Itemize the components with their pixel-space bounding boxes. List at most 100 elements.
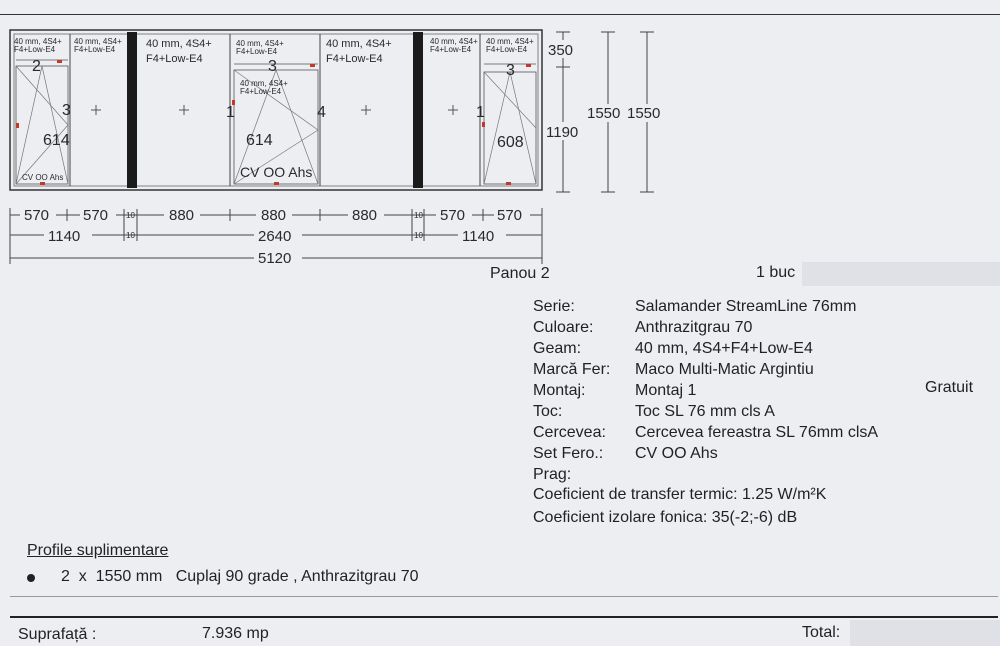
spec-list: Serie: Salamander StreamLine 76mm Culoar…	[533, 296, 878, 485]
dim-bg	[458, 226, 506, 244]
glass-label-large: F4+Low-E4	[146, 53, 203, 65]
hardware-label: CV OO Ahs	[22, 173, 63, 182]
inner-frame	[13, 33, 539, 187]
opening-line	[483, 71, 537, 129]
coupler-bar	[127, 32, 137, 188]
opening-line	[483, 71, 511, 185]
spec-row: Geam: 40 mm, 4S4+F4+Low-E4	[533, 338, 878, 359]
bottom-divider	[10, 596, 998, 597]
sash-right	[483, 71, 537, 185]
width-dim: 570	[497, 207, 522, 224]
glass-label-large: F4+Low-E4	[326, 53, 383, 65]
sash-left	[15, 65, 69, 185]
width-dim: 1140	[462, 228, 494, 245]
height-dim-total: 1550	[627, 105, 660, 122]
dim-bg	[256, 206, 292, 224]
fixed-pane-marks	[91, 105, 458, 115]
dim-bg	[544, 122, 584, 140]
glass-label-small: F4+Low-E4	[486, 45, 528, 54]
spec-label: Cercevea:	[533, 424, 606, 441]
spec-value: Maco Multi-Matic Argintiu	[635, 361, 814, 378]
sash-number: 4	[317, 104, 326, 121]
sash-number: 3	[268, 58, 277, 75]
dim-bg	[44, 226, 92, 244]
width-dim: 570	[440, 207, 465, 224]
width-dim: 880	[169, 207, 194, 224]
width-dim: 570	[24, 207, 49, 224]
dim-bg	[546, 40, 582, 58]
thermal-coefficient: Coeficient de transfer termic: 1.25 W/m²…	[533, 486, 827, 503]
sash-width: 614	[246, 132, 273, 149]
width-total: 5120	[258, 250, 291, 267]
spec-label: Montaj:	[533, 382, 586, 399]
height-dim-mid: 1190	[546, 124, 578, 141]
spec-value: CV OO Ahs	[635, 445, 718, 462]
height-dim-top: 350	[548, 42, 573, 59]
dim-bg	[436, 206, 472, 224]
opening-line	[41, 65, 69, 185]
area-label: Suprafață :	[18, 626, 97, 643]
glass-label-small: 40 mm, 4S4+	[240, 79, 288, 88]
glass-label-small: F4+Low-E4	[240, 87, 282, 96]
profile-item-text: 2 x 1550 mm Cuplaj 90 grade , Anthrazitg…	[61, 568, 419, 585]
hinge-marks	[16, 60, 531, 185]
opening-line	[233, 69, 319, 131]
width-dim: 880	[352, 207, 377, 224]
spec-label: Marcă Fer:	[533, 361, 611, 378]
sash-width: 608	[497, 134, 524, 151]
profiles-title: Profile suplimentare	[27, 542, 169, 559]
coupler-dim: 10	[414, 211, 423, 220]
coupler-dim: 10	[126, 211, 135, 220]
montaj-price: Gratuit	[925, 379, 974, 396]
opening-line	[233, 69, 277, 185]
glass-label-small: 40 mm, 4S4+	[74, 37, 122, 46]
width-dim: 1140	[48, 228, 80, 245]
width-dim: 880	[261, 207, 286, 224]
opening-line	[509, 71, 537, 185]
dim-bg	[626, 104, 668, 122]
window-drawing: 40 mm, 4S4+ F4+Low-E4 40 mm, 4S4+ F4+Low…	[0, 0, 1000, 290]
redacted-total	[850, 620, 1000, 646]
spec-row: Set Fero.: CV OO Ahs	[533, 443, 878, 464]
panel-name: Panou 2	[490, 265, 550, 282]
spec-row: Serie: Salamander StreamLine 76mm	[533, 296, 878, 317]
spec-value: Cercevea fereastra SL 76mm clsA	[635, 424, 879, 441]
quantity: 1 buc	[756, 264, 796, 281]
spec-label: Culoare:	[533, 319, 594, 336]
spec-value: Toc SL 76 mm cls A	[635, 403, 775, 420]
profile-item: 2 x 1550 mm Cuplaj 90 grade , Anthrazitg…	[27, 568, 419, 586]
glass-label-small: 40 mm, 4S4+	[430, 37, 478, 46]
glass-label-small: F4+Low-E4	[74, 45, 116, 54]
sash-number: 1	[226, 104, 235, 121]
glass-label-large: 40 mm, 4S4+	[326, 38, 392, 50]
spec-label: Toc:	[533, 403, 563, 420]
total-label: Total:	[802, 624, 841, 641]
spec-row: Prag:	[533, 464, 878, 485]
opening-line	[233, 129, 319, 185]
dim-bg	[494, 206, 530, 224]
spec-value: Anthrazitgrau 70	[635, 319, 753, 336]
spec-row: Cercevea: Cercevea fereastra SL 76mm cls…	[533, 422, 878, 443]
glass-label-small: F4+Low-E4	[430, 45, 472, 54]
glass-label-large: 40 mm, 4S4+	[146, 38, 212, 50]
dim-bg	[20, 206, 56, 224]
dim-bg	[348, 206, 384, 224]
window-drawing-svg: 40 mm, 4S4+ F4+Low-E4 40 mm, 4S4+ F4+Low…	[9, 29, 668, 268]
sash-number: 2	[32, 58, 41, 75]
spec-row: Toc: Toc SL 76 mm cls A	[533, 401, 878, 422]
hardware-label: CV OO Ahs	[240, 164, 312, 180]
outer-frame	[9, 29, 543, 191]
width-dim: 2640	[258, 228, 291, 245]
area-value: 7.936 mp	[202, 625, 269, 642]
spec-row: Culoare: Anthrazitgrau 70	[533, 317, 878, 338]
spec-label: Prag:	[533, 466, 572, 483]
opening-line	[15, 65, 69, 126]
spec-row: Marcă Fer: Maco Multi-Matic Argintiu	[533, 359, 878, 380]
bottom-divider	[10, 616, 998, 618]
dim-bg	[164, 206, 200, 224]
spec-value: 40 mm, 4S4+F4+Low-E4	[635, 340, 813, 357]
spec-value: Montaj 1	[635, 382, 697, 399]
spec-row: Montaj: Montaj 1	[533, 380, 878, 401]
top-divider	[0, 14, 1000, 15]
